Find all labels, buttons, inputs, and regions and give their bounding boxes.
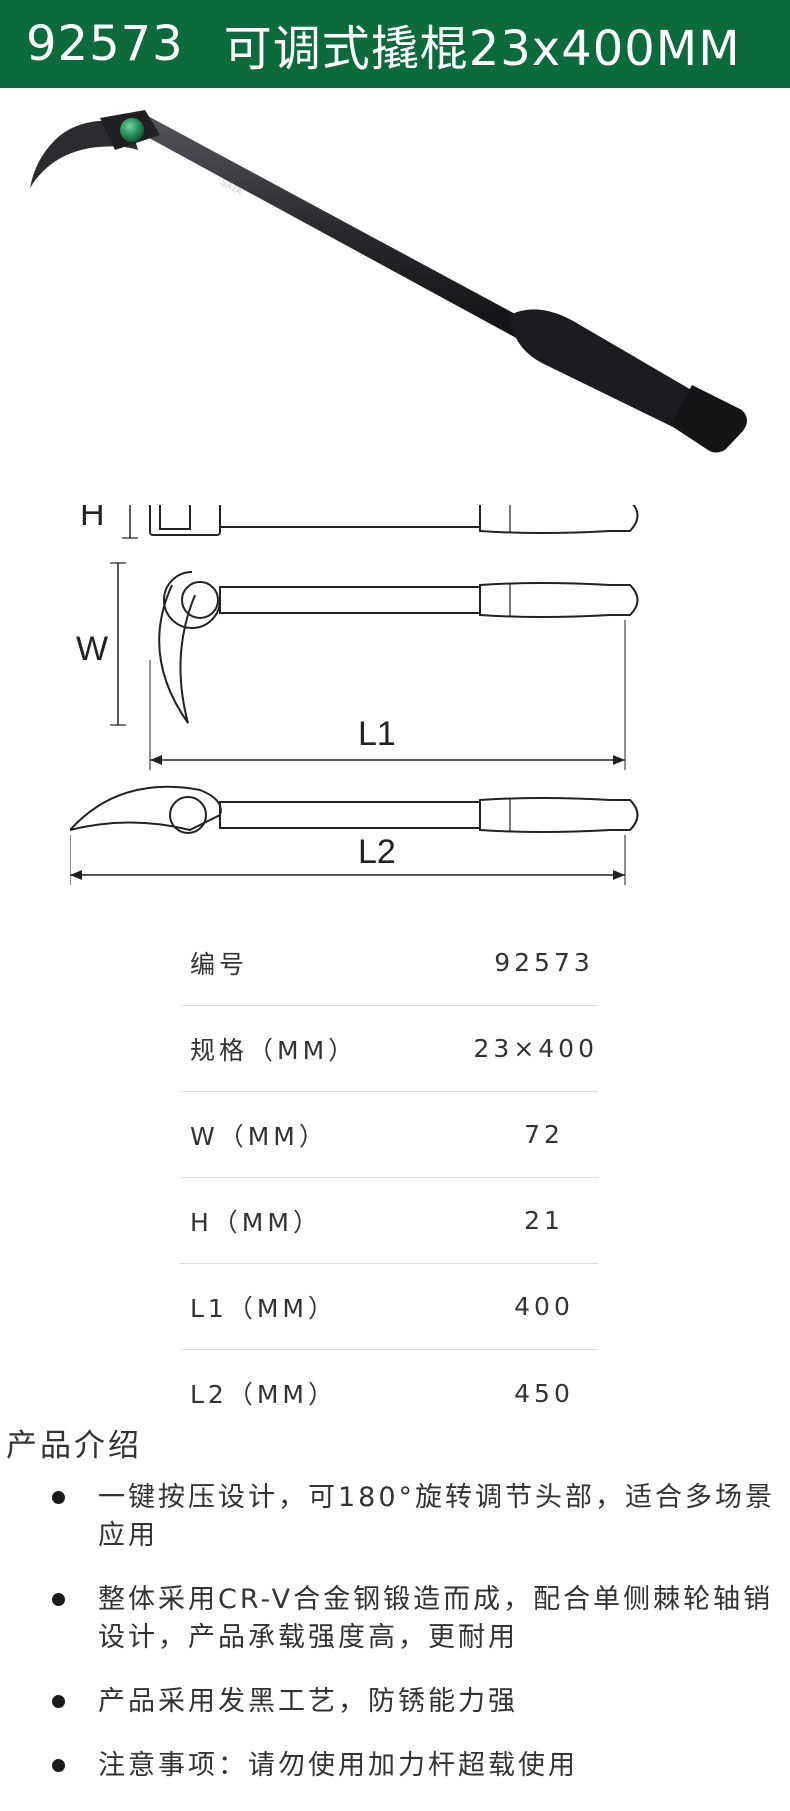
dimension-diagram: H W L1 L2 bbox=[70, 505, 639, 885]
product-code: 92573 bbox=[26, 16, 184, 72]
label-w: W bbox=[76, 630, 108, 668]
spec-label: H（MM） bbox=[190, 1207, 322, 1237]
bullet-icon bbox=[52, 1491, 65, 1504]
spec-label: W（MM） bbox=[190, 1121, 328, 1151]
spec-value: 23×400 bbox=[473, 1034, 598, 1063]
bullet-icon bbox=[52, 1759, 65, 1772]
spec-value: 92573 bbox=[494, 948, 594, 977]
spec-label: L2（MM） bbox=[190, 1380, 337, 1409]
spec-value: 450 bbox=[514, 1378, 574, 1408]
bullet-icon bbox=[52, 1695, 65, 1708]
feature-list: 一键按压设计，可180°旋转调节头部，适合多场景应用 整体采用CR-V合金钢锻造… bbox=[6, 1479, 786, 1785]
shaft bbox=[138, 116, 530, 340]
spec-value: 21 bbox=[524, 1206, 564, 1235]
page-header: 92573 可调式撬棍23x400MM bbox=[0, 0, 790, 88]
spec-row: 规格（MM） 23×400 bbox=[180, 1006, 598, 1092]
list-item: 一键按压设计，可180°旋转调节头部，适合多场景应用 bbox=[6, 1479, 776, 1555]
side-view bbox=[122, 505, 639, 539]
intro-title: 产品介绍 bbox=[6, 1428, 142, 1464]
front-view bbox=[110, 562, 639, 770]
label-l2: L2 bbox=[358, 833, 396, 871]
feature-text: 整体采用CR-V合金钢锻造而成，配合单侧棘轮轴销设计，产品承载强度高，更耐用 bbox=[98, 1584, 774, 1653]
release-button-icon bbox=[120, 118, 144, 142]
product-photo: SATA bbox=[30, 110, 747, 453]
label-l1: L1 bbox=[358, 715, 396, 753]
spec-table: 编号 92573 规格（MM） 23×400 W（MM） 72 H（MM） 21… bbox=[180, 920, 598, 1436]
list-item: 整体采用CR-V合金钢锻造而成，配合单侧棘轮轴销设计，产品承载强度高，更耐用 bbox=[6, 1581, 776, 1657]
spec-value: 400 bbox=[514, 1292, 574, 1321]
feature-text: 注意事项：请勿使用加力杆超载使用 bbox=[98, 1750, 578, 1781]
product-name: 可调式撬棍23x400MM bbox=[223, 21, 741, 77]
spec-row: L2（MM） 450 bbox=[180, 1350, 598, 1436]
list-item: 注意事项：请勿使用加力杆超载使用 bbox=[6, 1747, 776, 1785]
spec-row: 编号 92573 bbox=[180, 920, 598, 1006]
list-item: 产品采用发黑工艺，防锈能力强 bbox=[6, 1683, 776, 1721]
spec-label: 编号 bbox=[190, 949, 249, 979]
spec-row: H（MM） 21 bbox=[180, 1178, 598, 1264]
feature-text: 一键按压设计，可180°旋转调节头部，适合多场景应用 bbox=[98, 1482, 776, 1551]
spec-label: L1（MM） bbox=[190, 1293, 337, 1323]
feature-text: 产品采用发黑工艺，防锈能力强 bbox=[98, 1686, 518, 1717]
extended-view bbox=[70, 785, 639, 885]
handle bbox=[510, 309, 714, 434]
spec-label: 规格（MM） bbox=[190, 1035, 358, 1065]
bullet-icon bbox=[52, 1593, 65, 1606]
spec-row: L1（MM） 400 bbox=[180, 1264, 598, 1350]
label-h: H bbox=[80, 505, 105, 533]
spec-row: W（MM） 72 bbox=[180, 1092, 598, 1178]
product-intro: 产品介绍 一键按压设计，可180°旋转调节头部，适合多场景应用 整体采用CR-V… bbox=[6, 1420, 786, 1811]
end-cap bbox=[670, 385, 747, 453]
spec-value: 72 bbox=[524, 1120, 564, 1149]
